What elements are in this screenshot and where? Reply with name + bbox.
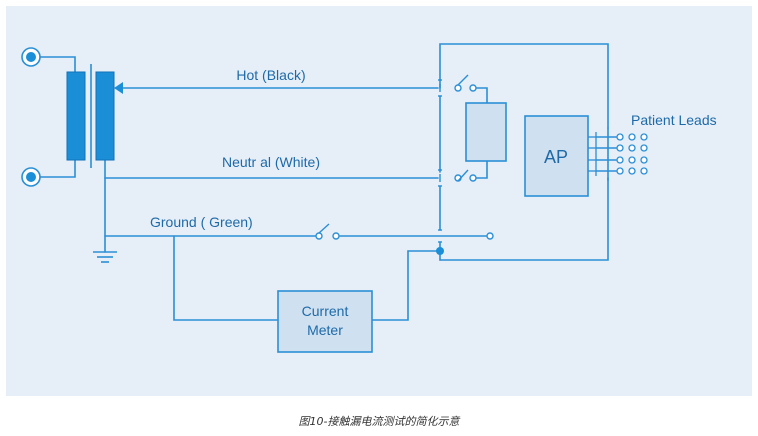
patient-lead-switches [588,132,648,176]
load-box [465,102,507,162]
supply-terminal-top [21,47,41,67]
lead-contact-1a [616,133,624,141]
ground-label: Ground ( Green) [150,214,253,230]
meter-label-line2: Meter [307,322,343,338]
primary-bottom-wire [30,159,76,178]
hot-switch [438,74,477,97]
wires [30,43,617,321]
lead-contact-2c [640,144,648,152]
ap-box [524,115,589,197]
hot-label: Hot (Black) [236,67,305,83]
neutral-label: Neutr al (White) [222,154,320,170]
current-meter-box [277,290,373,353]
enclosure-bottom-wire [439,177,609,261]
lead-contact-1b [628,133,636,141]
lead-contact-4b [628,167,636,175]
lead-contact-4a [616,167,624,175]
diagram-panel [6,6,752,396]
junction-dot [436,247,444,255]
figure-caption: 图10-接触漏电流测试的简化示意 [298,415,460,428]
supply-terminal-bottom [21,167,41,187]
neutral-switch [438,169,477,187]
lead-contact-4c [640,167,648,175]
lead-contact-1c [640,133,648,141]
ap-label: AP [544,147,568,167]
hot-arrow-icon [114,82,123,94]
patient-leads-label: Patient Leads [631,112,717,128]
enclosure-top-wire [439,43,609,129]
lead-contact-3c [640,156,648,164]
lead-contact-2b [628,144,636,152]
lead-contact-2a [616,144,624,152]
lead-contact-3b [628,156,636,164]
meter-right-wire [371,250,441,321]
meter-label-line1: Current [302,303,349,319]
primary-top-wire [30,56,76,73]
isolation-transformer [66,64,115,168]
hot-to-load-wire [475,87,488,104]
ground-symbol [93,251,117,263]
ground-switch [315,223,494,243]
lead-contact-3a [616,156,624,164]
meter-left-wire [173,235,279,321]
load-to-neutral-wire [475,160,488,179]
